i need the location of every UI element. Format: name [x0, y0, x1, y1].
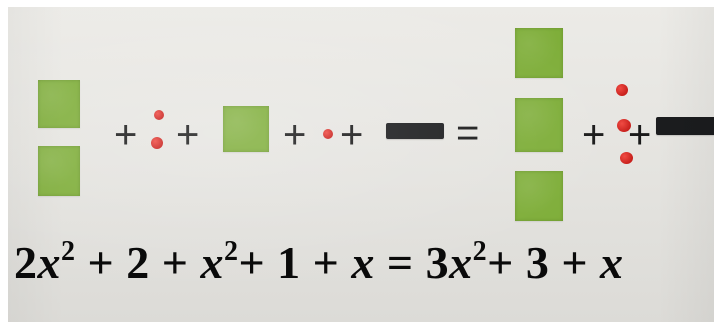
exponent: 2	[61, 236, 76, 267]
plus-op: +	[300, 237, 352, 288]
unit-tile	[154, 110, 164, 120]
exponent: 2	[472, 236, 488, 267]
x-squared-tile	[515, 171, 563, 221]
unit-tile	[151, 137, 163, 149]
plus-sign: +	[176, 113, 200, 157]
unit-tile	[620, 152, 633, 164]
x-squared-tile	[38, 146, 80, 196]
x-squared-tile	[38, 80, 80, 128]
coef-2: 2	[14, 237, 38, 288]
const-3: 3	[525, 237, 550, 288]
unit-tile	[323, 129, 333, 139]
x-tile	[656, 117, 714, 135]
x-squared-tile	[515, 98, 563, 152]
equation: 2x2 + 2 + x2+ 1 + x = 3x2+ 3 + x	[14, 236, 624, 289]
const-1: 1	[277, 237, 301, 288]
plus-op: +	[487, 237, 526, 288]
unit-tile	[617, 119, 631, 132]
plus-op: +	[238, 237, 278, 288]
equals-sign: =	[456, 111, 480, 155]
whiteboard: + + + + = + +	[8, 7, 714, 322]
plus-op: +	[75, 237, 127, 288]
plus-sign: +	[114, 113, 138, 157]
var-x: x	[449, 237, 473, 288]
plus-sign: +	[582, 113, 606, 157]
coef-3: 3	[425, 237, 450, 288]
plus-sign: +	[283, 113, 307, 157]
const-2: 2	[126, 237, 150, 288]
unit-tile	[616, 84, 628, 96]
plus-op: +	[149, 237, 201, 288]
var-x: x	[351, 237, 375, 288]
plus-sign: +	[340, 113, 364, 157]
x-squared-tile	[515, 28, 563, 78]
var-x: x	[600, 237, 624, 288]
plus-sign: +	[628, 113, 652, 157]
exponent: 2	[223, 236, 239, 267]
var-x: x	[37, 237, 61, 288]
plus-op: +	[549, 237, 601, 288]
var-x: x	[200, 237, 224, 288]
x-squared-tile	[223, 106, 269, 152]
x-tile	[386, 123, 444, 139]
equals-op: =	[374, 237, 426, 288]
